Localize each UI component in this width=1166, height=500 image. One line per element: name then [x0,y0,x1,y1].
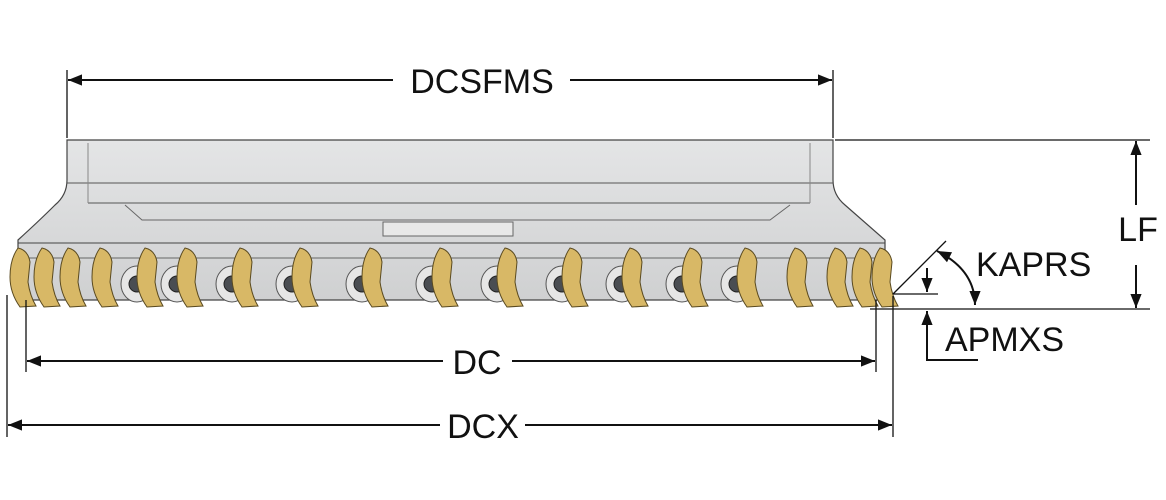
dimension-dcsfms: DCSFMS [66,63,834,138]
label-lf: LF [1118,211,1158,249]
cutting-insert [851,247,879,308]
cutting-insert [786,247,814,308]
cutting-inserts [9,247,899,308]
cutting-insert [291,247,319,308]
label-dcsfms: DCSFMS [410,63,554,101]
label-apmxs: APMXS [945,321,1064,359]
label-kaprs: KAPRS [976,246,1091,284]
cutting-insert [361,247,389,308]
cutting-insert [736,247,764,308]
label-dcx: DCX [447,408,519,446]
cutting-insert [621,247,649,308]
dimension-lf: LF [835,139,1158,310]
cutting-insert [561,247,589,308]
dimension-kaprs: KAPRS [892,240,1091,306]
cutting-insert [59,247,87,308]
label-dc: DC [452,344,501,382]
cutting-insert [826,247,854,308]
dimension-apmxs: APMXS [921,311,1064,361]
cutting-insert [33,247,61,308]
cutting-insert [431,247,459,308]
cutting-insert [871,247,899,308]
dimension-dc: DC [25,300,877,382]
cutting-insert [231,247,259,308]
cutting-insert [91,247,119,308]
dimension-dcx: DCX [6,295,894,446]
cutting-insert [176,247,204,308]
cutting-insert [496,247,524,308]
cutting-insert [681,247,709,308]
cutting-insert [9,247,37,308]
cutting-insert [136,247,164,308]
